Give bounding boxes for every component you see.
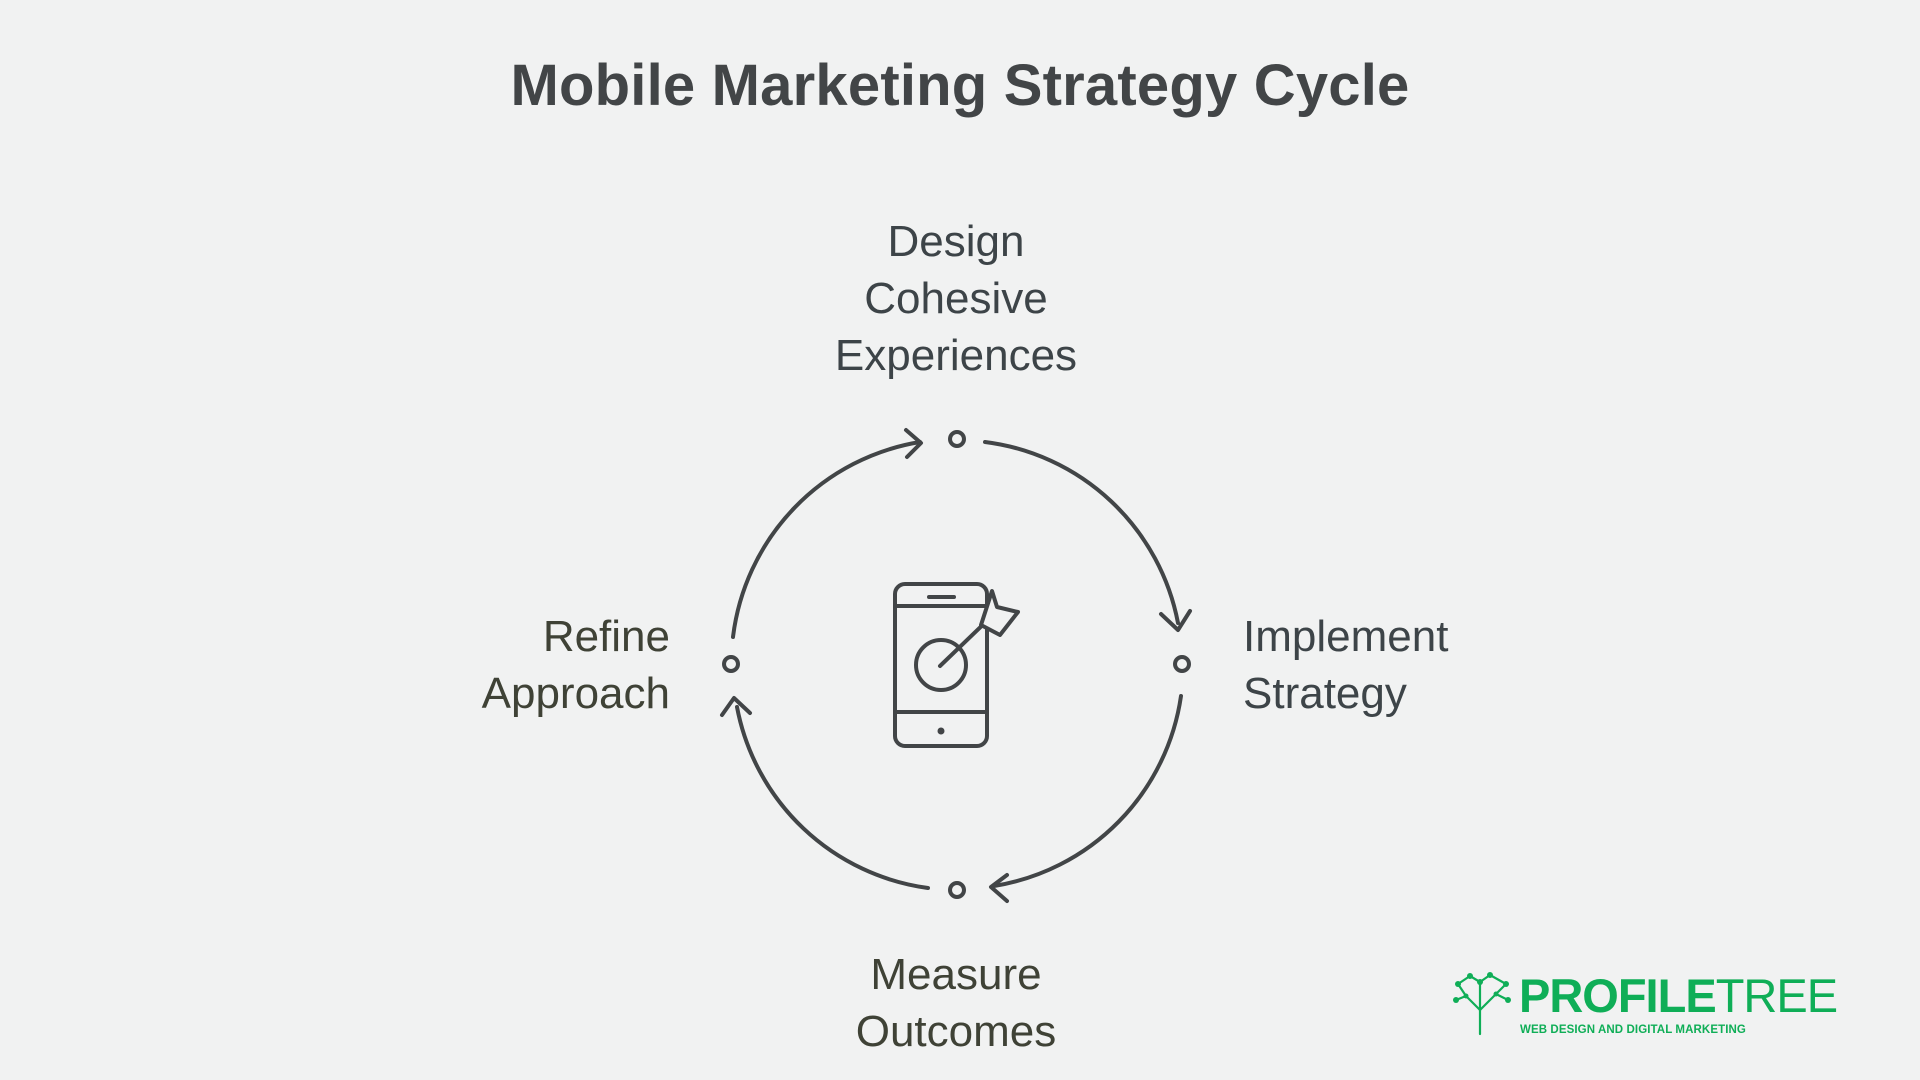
- step-refine-label: Refine Approach: [481, 612, 670, 718]
- arc-measure-to-refine: [735, 705, 930, 890]
- arc-refine-to-design: [731, 440, 922, 639]
- arc-design-to-implement: [983, 440, 1180, 625]
- step-measure-label: Measure Outcomes: [855, 950, 1057, 1056]
- node-left: [722, 655, 740, 673]
- phone-target-icon: [893, 582, 1020, 748]
- arrowhead-to-refine: [720, 696, 752, 717]
- arc-implement-to-measure: [992, 694, 1183, 888]
- profiletree-logo: PROFILETREE WEB DESIGN AND DIGITAL MARKE…: [1452, 970, 1838, 1038]
- logo-wordmark: PROFILETREE: [1519, 969, 1838, 1022]
- arrowhead-to-design: [904, 428, 923, 459]
- diagram-title: Mobile Marketing Strategy Cycle: [510, 53, 1410, 118]
- step-implement-label: Implement Strategy: [1243, 612, 1449, 718]
- step-design-label: Design Cohesive Experiences: [834, 217, 1078, 380]
- arrowhead-to-measure: [989, 873, 1009, 903]
- node-bottom: [948, 881, 966, 899]
- node-right: [1173, 655, 1191, 673]
- arrowhead-to-implement: [1159, 609, 1192, 632]
- tree-icon: [1453, 972, 1511, 1036]
- logo-tagline: WEB DESIGN AND DIGITAL MARKETING: [1520, 1024, 1746, 1036]
- node-top: [948, 430, 966, 448]
